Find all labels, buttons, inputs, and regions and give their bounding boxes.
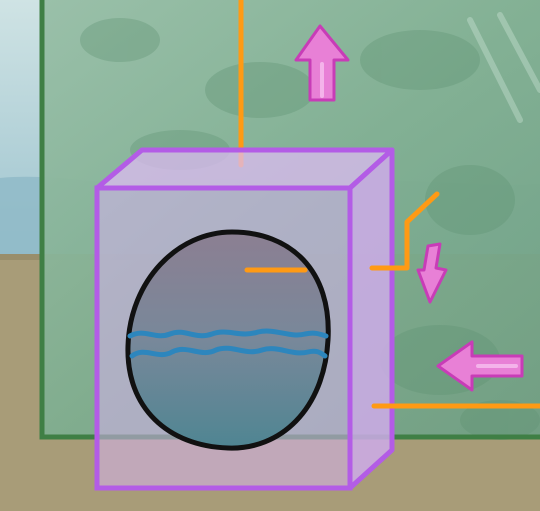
arrow-left-icon: [436, 340, 524, 392]
cube-top-face: [94, 147, 395, 191]
cube-side-face: [347, 147, 395, 491]
egg-wave-1: [127, 328, 329, 339]
glass-glare: [467, 12, 540, 123]
egg-wave-2: [129, 345, 328, 359]
arrow-up-icon: [294, 24, 350, 102]
egg: [125, 229, 331, 451]
egg-shell: [125, 229, 331, 451]
pipe-right-upper: [369, 191, 440, 271]
arrow-down-icon: [416, 242, 448, 304]
